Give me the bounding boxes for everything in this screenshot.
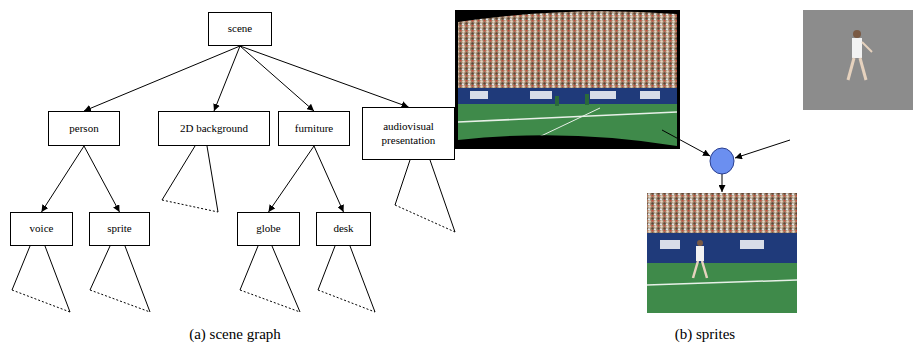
tree-arrow bbox=[314, 146, 344, 212]
node-label: sprite bbox=[107, 222, 131, 236]
tree-arrow bbox=[42, 146, 85, 212]
graph-node-box: desk bbox=[316, 212, 371, 246]
node-label: voice bbox=[30, 222, 54, 236]
subfigure-caption: (b) sprites bbox=[675, 326, 735, 343]
tree-arrow bbox=[269, 146, 315, 212]
graph-node-box: audiovisual presentation bbox=[362, 107, 455, 160]
panorama-sprite bbox=[455, 8, 680, 150]
tree-arrow bbox=[84, 46, 240, 111]
tree-arrow bbox=[84, 146, 120, 212]
graph-node-box: sprite bbox=[89, 212, 150, 246]
node-label: desk bbox=[333, 222, 353, 236]
node-label: scene bbox=[228, 22, 252, 36]
tree-arrow bbox=[240, 46, 314, 111]
node-label: 2D background bbox=[180, 122, 248, 136]
graph-node-box: person bbox=[48, 111, 120, 146]
subfigure-caption: (a) scene graph bbox=[189, 326, 281, 343]
tree-arrow bbox=[240, 46, 409, 107]
player-sprite bbox=[803, 10, 913, 110]
tree-arrow bbox=[214, 46, 240, 111]
compositing-arrows bbox=[662, 130, 790, 192]
node-label: audiovisual presentation bbox=[367, 120, 450, 148]
node-label: furniture bbox=[295, 122, 333, 136]
node-label: person bbox=[69, 122, 98, 136]
graph-node-box: scene bbox=[208, 12, 272, 46]
graph-node-box: globe bbox=[237, 212, 300, 246]
compositor-circle bbox=[710, 148, 734, 174]
node-label: globe bbox=[256, 222, 280, 236]
graph-node-box: voice bbox=[10, 212, 73, 246]
graph-node-box: 2D background bbox=[158, 111, 270, 146]
subtree-triangles bbox=[12, 146, 455, 312]
graph-node-box: furniture bbox=[278, 111, 350, 146]
composite-image bbox=[647, 193, 797, 313]
